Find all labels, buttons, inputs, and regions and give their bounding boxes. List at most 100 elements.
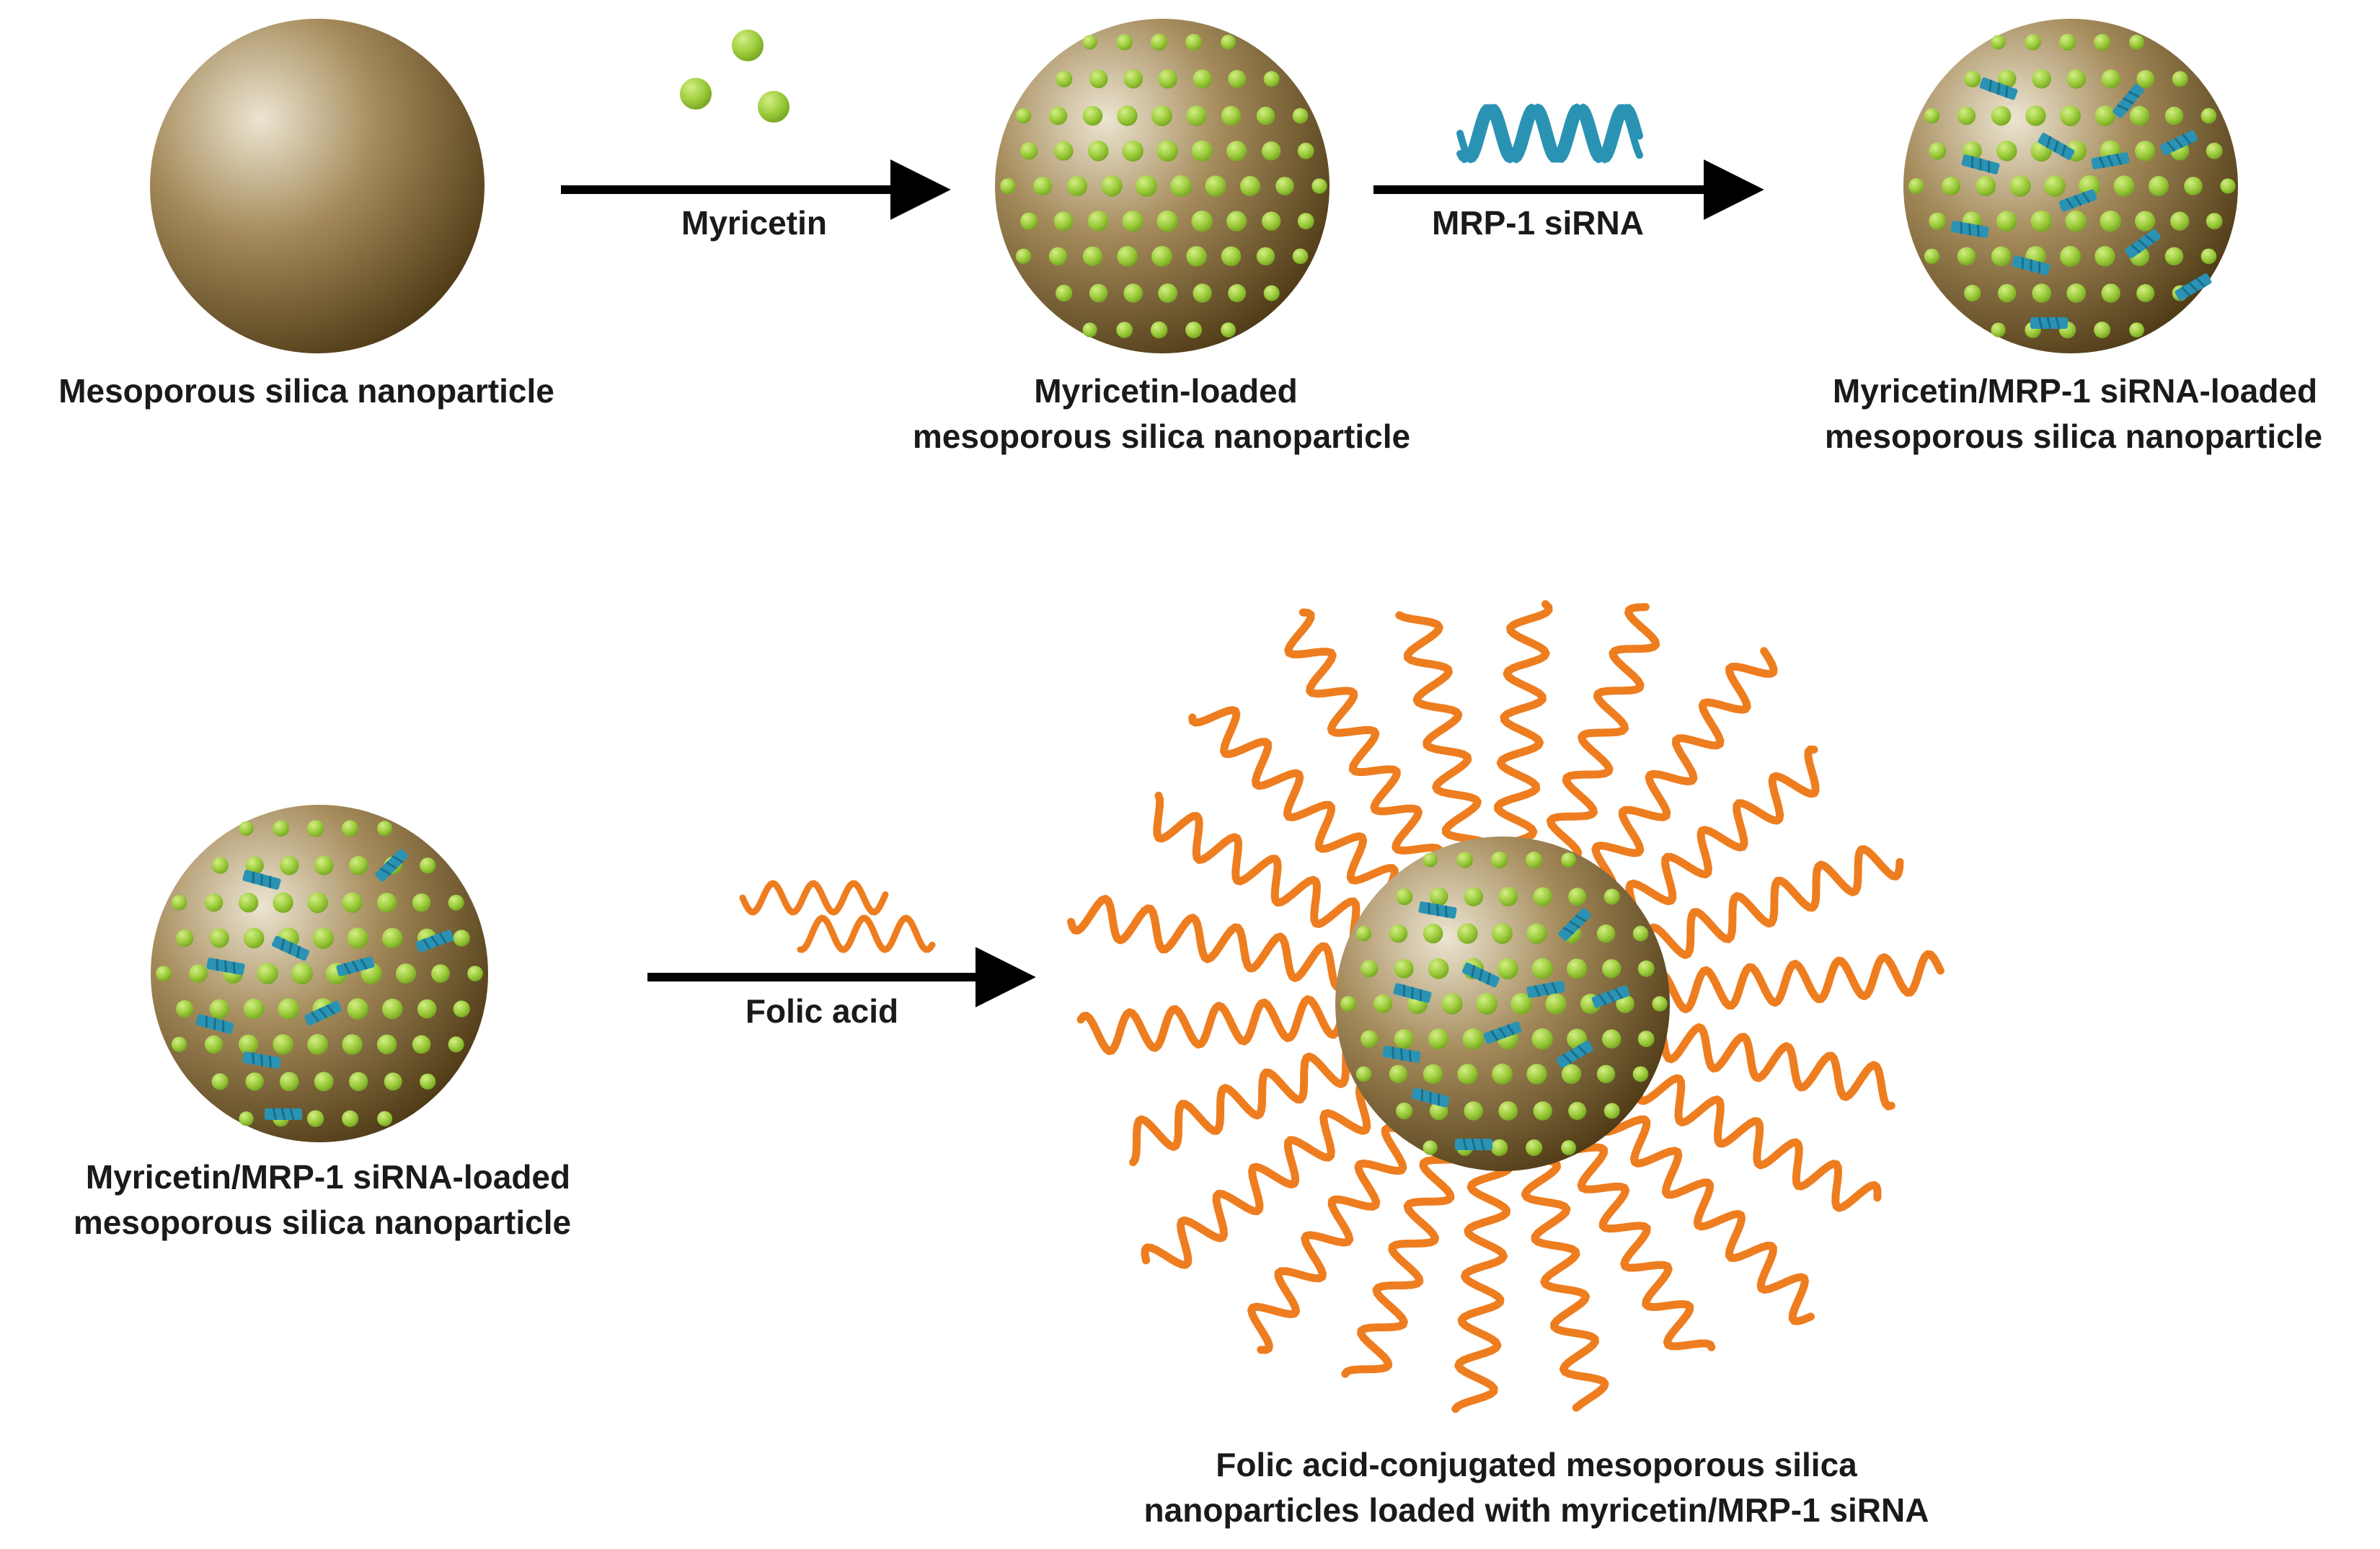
myricetin-pore-dot bbox=[1048, 247, 1068, 266]
myricetin-pore-dot bbox=[1394, 958, 1414, 979]
myricetin-pore-dot bbox=[2079, 175, 2100, 197]
myricetin-pore-dot bbox=[1561, 1140, 1577, 1155]
myricetin-pore-dot bbox=[1526, 852, 1543, 868]
sirna-segment bbox=[1979, 77, 2018, 100]
folic-acid-strand bbox=[1067, 894, 1345, 992]
myricetin-pore-dot bbox=[1186, 105, 1207, 126]
myricetin-pore-dot bbox=[1101, 175, 1123, 197]
myricetin-pore-dot bbox=[2206, 142, 2223, 159]
sirna-segment bbox=[1558, 908, 1591, 941]
myricetin-pore-dot bbox=[1490, 851, 1508, 869]
myricetin-pore-dot bbox=[1116, 322, 1133, 338]
myricetin-pore-dot bbox=[1262, 211, 1281, 231]
myricetin-pore-dot bbox=[448, 1036, 464, 1053]
myricetin-pore-dot bbox=[1158, 69, 1178, 89]
myricetin-pore-dot bbox=[1089, 283, 1108, 303]
myricetin-pore-dot bbox=[1297, 142, 1314, 159]
sirna-segment bbox=[2030, 317, 2068, 330]
myricetin-pore-dot bbox=[273, 1034, 293, 1055]
myricetin-pore-dot bbox=[1457, 923, 1478, 944]
myricetin-pore-dot bbox=[1603, 1103, 1620, 1119]
myricetin-pore-dot bbox=[1123, 69, 1143, 89]
folic-acid-strand bbox=[1141, 1082, 1371, 1269]
myricetin-pore-dot bbox=[1275, 177, 1294, 195]
sirna-segment bbox=[1393, 983, 1432, 1003]
myricetin-pore-dot bbox=[1151, 105, 1172, 127]
myricetin-pore-dot bbox=[171, 895, 187, 911]
myricetin-pore-dot bbox=[420, 857, 436, 874]
myricetin-pore-dot bbox=[1394, 1029, 1414, 1049]
myricetin-pore-dot bbox=[1221, 105, 1242, 126]
myricetin-pore-dot bbox=[1056, 284, 1073, 302]
myricetin-pore-dot bbox=[1652, 996, 1668, 1012]
myricetin-pore-dot bbox=[1150, 321, 1168, 339]
myricetin-pore-dot bbox=[2129, 105, 2150, 126]
myricetin-pore-dot bbox=[376, 893, 397, 913]
myricetin-pore-dot bbox=[1033, 177, 1052, 195]
myricetin-pore-dot bbox=[243, 927, 265, 949]
sirna-segment bbox=[2113, 84, 2144, 118]
myricetin-pore-dot bbox=[453, 930, 470, 947]
myricetin-loaded-nanoparticle bbox=[995, 19, 1330, 353]
myricetin-pore-dot bbox=[342, 820, 359, 837]
folic-acid-strand bbox=[1547, 603, 1660, 862]
myricetin-pore-dot bbox=[1929, 142, 1947, 160]
myricetin-pore-dot bbox=[1082, 322, 1097, 337]
myricetin-pore-dot bbox=[1373, 994, 1392, 1013]
myricetin-pore-dot bbox=[1441, 993, 1463, 1015]
myricetin-pore-dot bbox=[1964, 284, 1981, 302]
myricetin-pore-dot bbox=[1929, 212, 1947, 230]
myricetin-pore-dot bbox=[1396, 1102, 1413, 1120]
sirna-segment bbox=[272, 935, 309, 961]
myricetin-pore-dot bbox=[1389, 924, 1408, 943]
sirna-segment bbox=[1462, 962, 1500, 988]
myricetin-pore-dot bbox=[377, 1111, 393, 1126]
myricetin-pore-dot bbox=[209, 999, 229, 1019]
myricetin-pore-dot bbox=[1122, 140, 1143, 162]
myricetin-molecule bbox=[758, 91, 789, 123]
myricetin-pore-dot bbox=[1020, 212, 1038, 230]
folic-acid-strands bbox=[1067, 600, 1945, 1413]
myricetin-pore-dot bbox=[1996, 141, 2017, 162]
myricetin-pore-dot bbox=[1240, 176, 1260, 196]
myricetin-pore-dot bbox=[2200, 107, 2217, 124]
myricetin-pore-dot bbox=[1498, 1101, 1518, 1121]
bare-nanoparticle bbox=[150, 19, 485, 353]
myricetin-pore-dot bbox=[1924, 107, 1940, 124]
myricetin-pore-dot bbox=[239, 1111, 254, 1126]
sirna-segment bbox=[2058, 189, 2097, 212]
myricetin-pore-dot bbox=[2030, 211, 2052, 232]
myricetin-pore-dot bbox=[377, 821, 393, 837]
myricetin-pore-dot bbox=[1355, 925, 1372, 942]
myricetin-pore-dot bbox=[1089, 69, 1108, 89]
myricetin-pore-dot bbox=[1602, 1029, 1622, 1049]
myricetin-pore-dot bbox=[382, 927, 403, 949]
myricetin-pore-dot bbox=[1221, 246, 1242, 267]
myricetin-pore-dot bbox=[1355, 1066, 1372, 1082]
myricetin-pore-dot bbox=[384, 1072, 402, 1091]
myricetin-pore-dot bbox=[412, 893, 431, 912]
myricetin-pore-dot bbox=[448, 894, 464, 911]
free-myricetin-molecules bbox=[680, 30, 789, 123]
myricetin-pore-dot bbox=[1637, 1031, 1655, 1048]
myricetin-pore-dot bbox=[1498, 887, 1518, 906]
myricetin-pore-dot bbox=[307, 1033, 328, 1055]
myricetin-pore-dot bbox=[1423, 1140, 1438, 1155]
dual-loaded-nanoparticle-bottom bbox=[151, 805, 488, 1142]
myricetin-pore-dot bbox=[1492, 923, 1513, 944]
myricetin-pore-dot bbox=[1123, 283, 1143, 303]
sirna-segment bbox=[1950, 221, 1989, 238]
myricetin-pore-dot bbox=[2184, 177, 2203, 195]
myricetin-pore-dot bbox=[1964, 70, 1981, 88]
myricetin-pore-dot bbox=[204, 1035, 224, 1054]
sirna-segment bbox=[242, 870, 281, 890]
myricetin-pore-dot bbox=[1228, 70, 1247, 88]
myricetin-pore-dot bbox=[1457, 1064, 1478, 1085]
sirna-segment bbox=[265, 1108, 302, 1121]
myricetin-pore-dot bbox=[273, 892, 293, 913]
myricetin-pore-dot bbox=[2135, 141, 2156, 162]
myricetin-pore-dot bbox=[1066, 175, 1088, 197]
myricetin-pore-dot bbox=[1389, 1064, 1408, 1084]
folic-acid-strand bbox=[1625, 745, 1820, 913]
myricetin-pore-dot bbox=[2009, 175, 2031, 197]
